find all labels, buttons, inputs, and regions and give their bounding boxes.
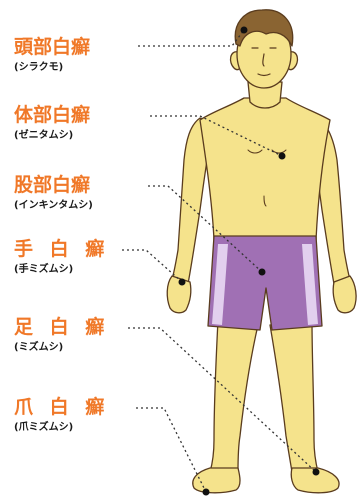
marker-hand (179, 279, 186, 286)
label-hand-name: 手 白 癬 (14, 238, 109, 260)
marker-groin (259, 269, 266, 276)
label-nail-reading: (爪ミズムシ) (14, 421, 109, 434)
marker-body (279, 153, 286, 160)
label-body-name: 体部白癬 (14, 104, 90, 126)
label-body: 体部白癬 (ゼニタムシ) (14, 104, 90, 142)
label-head-name: 頭部白癬 (14, 36, 90, 58)
label-foot-name: 足 白 癬 (14, 316, 109, 338)
left-leg (210, 320, 258, 472)
label-head: 頭部白癬 (シラクモ) (14, 36, 90, 74)
label-groin-name: 股部白癬 (14, 174, 93, 196)
label-head-reading: (シラクモ) (14, 61, 90, 74)
marker-nail (203, 489, 210, 496)
body-figure (167, 10, 356, 493)
label-groin: 股部白癬 (インキンタムシ) (14, 174, 93, 212)
label-body-reading: (ゼニタムシ) (14, 129, 90, 142)
right-hand (333, 276, 356, 313)
label-hand-reading: (手ミズムシ) (14, 263, 109, 276)
label-foot-reading: (ミズムシ) (14, 341, 109, 354)
torso (200, 98, 330, 240)
label-nail: 爪 白 癬 (爪ミズムシ) (14, 396, 109, 434)
marker-foot (313, 469, 320, 476)
label-groin-reading: (インキンタムシ) (14, 199, 93, 212)
marker-head (241, 27, 248, 34)
right-leg (270, 320, 318, 472)
left-foot (193, 468, 240, 493)
label-hand: 手 白 癬 (手ミズムシ) (14, 238, 109, 276)
leader-line-head (138, 30, 244, 46)
label-nail-name: 爪 白 癬 (14, 396, 109, 418)
label-foot: 足 白 癬 (ミズムシ) (14, 316, 109, 354)
